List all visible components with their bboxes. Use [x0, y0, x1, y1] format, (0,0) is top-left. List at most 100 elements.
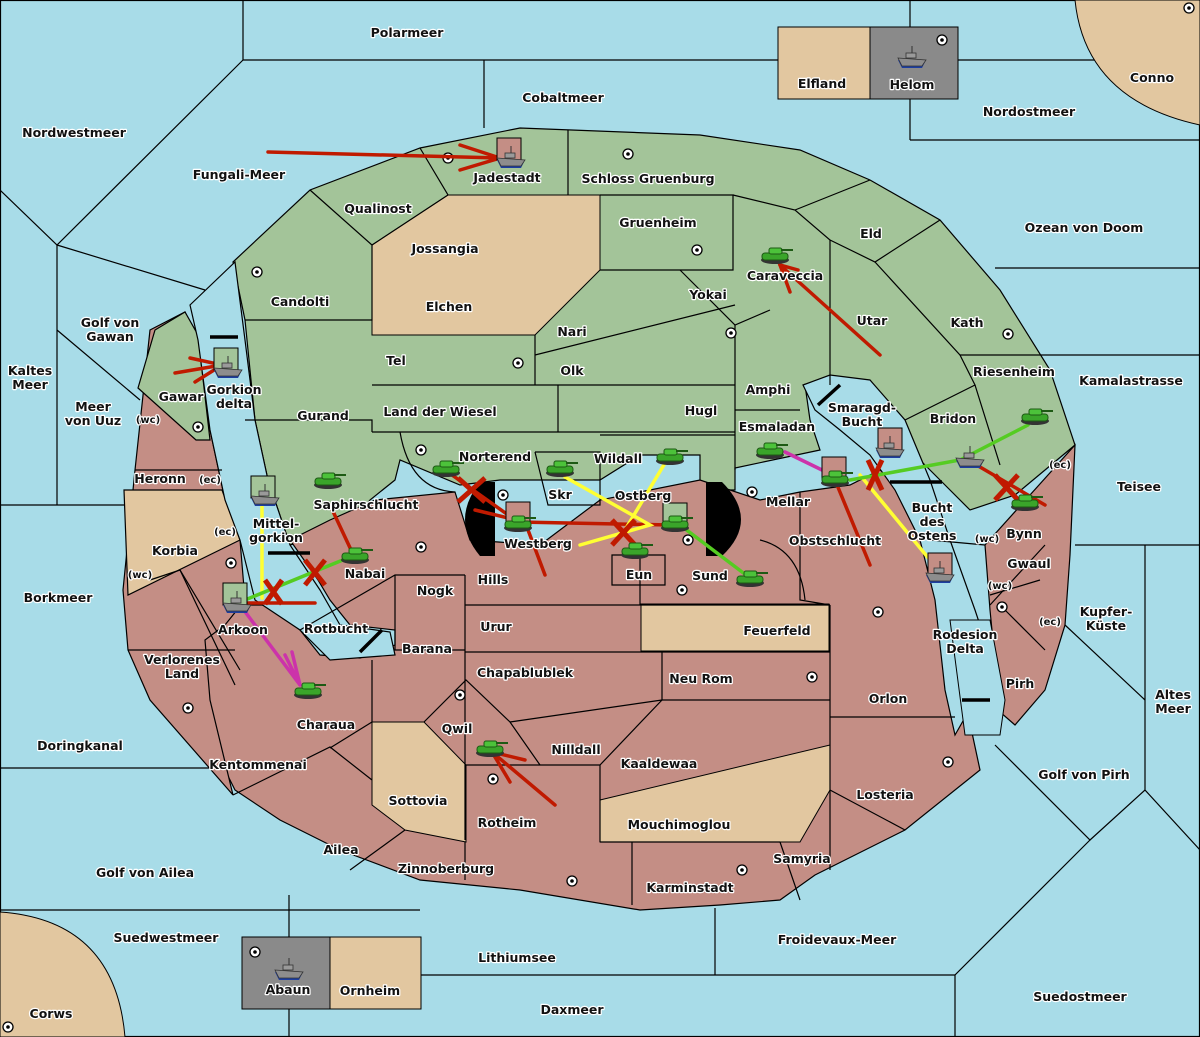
label-korbia: Korbia: [152, 543, 198, 558]
label-bynn: Bynn: [1006, 526, 1041, 541]
label-bridon: Bridon: [930, 411, 976, 426]
coast-tag-korbia-wc: (wc): [128, 570, 152, 581]
coast-tag-gawar-wc: (wc): [136, 415, 160, 426]
region-ornheim: [329, 936, 422, 1010]
label-kupfer-1: Kupfer-: [1080, 604, 1133, 619]
label-nari: Nari: [557, 324, 586, 339]
label-gurand: Gurand: [297, 408, 349, 423]
convoy-arrows: [210, 335, 990, 702]
label-qualinost: Qualinost: [344, 201, 411, 216]
label-eld: Eld: [860, 226, 882, 241]
label-sottovia: Sottovia: [389, 793, 448, 808]
label-corws: Corws: [30, 1006, 73, 1021]
label-caraveccia: Caraveccia: [747, 268, 823, 283]
label-borkmeer: Borkmeer: [24, 590, 94, 605]
label-lithium: Lithiumsee: [478, 950, 556, 965]
label-kaltes-2: Meer: [12, 377, 48, 392]
label-bucht-1: Bucht: [912, 500, 953, 515]
label-charaua: Charaua: [297, 717, 355, 732]
label-kentommenai: Kentommenai: [209, 757, 307, 772]
label-sund: Sund: [692, 568, 728, 583]
label-feuerfeld: Feuerfeld: [743, 623, 810, 638]
label-saphir: Saphirschlucht: [314, 497, 419, 512]
label-schloss: Schloss Gruenburg: [581, 171, 714, 186]
land-borders: [128, 130, 1050, 905]
label-arkoon: Arkoon: [218, 622, 268, 637]
label-utar: Utar: [857, 313, 889, 328]
label-uuz-1: Meer: [75, 399, 111, 414]
region-corws: [0, 911, 126, 1037]
label-froidevaux: Froidevaux-Meer: [778, 932, 897, 947]
label-pirh: Pirh: [1006, 676, 1035, 691]
label-rodesion-2: Delta: [946, 641, 984, 656]
label-wildall: Wildall: [594, 451, 642, 466]
label-daxmeer: Daxmeer: [540, 1002, 604, 1017]
label-mittel-1: Mittel-: [253, 516, 300, 531]
label-westberg: Westberg: [504, 536, 572, 551]
label-amphi: Amphi: [746, 382, 791, 397]
region-conno: [1074, 0, 1200, 126]
coast-tag-korbia-ec: (ec): [214, 527, 236, 538]
label-altes-1: Altes: [1155, 687, 1191, 702]
label-verlorenes-2: Land: [165, 666, 199, 681]
label-nabai: Nabai: [345, 566, 386, 581]
label-smaragd-2: Bucht: [842, 414, 883, 429]
label-nordostmeer: Nordostmeer: [983, 104, 1076, 119]
label-altes-2: Meer: [1155, 701, 1191, 716]
label-mittel-2: gorkion: [249, 530, 303, 545]
label-riesenheim: Riesenheim: [973, 364, 1055, 379]
label-golfailea: Golf von Ailea: [96, 865, 194, 880]
label-landwiesel: Land der Wiesel: [383, 404, 496, 419]
label-mellar: Mellar: [766, 494, 811, 509]
label-kath: Kath: [951, 315, 984, 330]
coast-tags: (wc) (ec) (ec) (wc) (ec) (wc) (wc) (ec): [127, 414, 1072, 629]
label-nordwestmeer: Nordwestmeer: [22, 125, 127, 140]
label-hugl: Hugl: [685, 403, 718, 418]
label-kamala: Kamalastrasse: [1079, 373, 1183, 388]
label-elfland: Elfland: [798, 76, 846, 91]
label-olk: Olk: [560, 363, 584, 378]
label-ozean: Ozean von Doom: [1025, 220, 1144, 235]
coast-tag-gwaul-wc: (wc): [988, 581, 1012, 592]
label-conno: Conno: [1130, 70, 1175, 85]
label-tel: Tel: [386, 353, 406, 368]
label-gruenheim: Gruenheim: [619, 215, 696, 230]
coast-tag-bynn-ec: (ec): [1049, 460, 1071, 471]
label-orlon: Orlon: [869, 691, 908, 706]
label-barana: Barana: [402, 641, 452, 656]
label-ailea: Ailea: [323, 842, 358, 857]
label-polarmeer: Polarmeer: [371, 25, 445, 40]
label-chapa: Chapablublek: [477, 665, 574, 680]
label-doring: Doringkanal: [37, 738, 123, 753]
label-gorkion-2: delta: [216, 396, 252, 411]
coast-tag-heronn-ec: (ec): [199, 475, 221, 486]
sea-rodesion: [949, 619, 1006, 736]
label-gawar: Gawar: [159, 389, 205, 404]
coast-tag-bynn-wc: (wc): [975, 534, 999, 545]
label-teisee: Teisee: [1117, 479, 1161, 494]
label-jossangia: Jossangia: [410, 241, 478, 256]
label-urur: Urur: [480, 619, 512, 634]
label-zinnober: Zinnoberburg: [398, 861, 494, 876]
label-cobaltmeer: Cobaltmeer: [522, 90, 604, 105]
label-kupfer-2: Küste: [1086, 618, 1126, 633]
label-gwaul: Gwaul: [1007, 556, 1050, 571]
label-karminstadt: Karminstadt: [646, 880, 733, 895]
label-jadestadt: Jadestadt: [472, 170, 540, 185]
label-gawan-1: Golf von: [81, 315, 140, 330]
label-verlorenes-1: Verlorenes: [144, 652, 220, 667]
label-rotbucht: Rotbucht: [304, 621, 368, 636]
label-ornheim: Ornheim: [340, 983, 400, 998]
label-obstschlucht: Obstschlucht: [789, 533, 881, 548]
label-neurom: Neu Rom: [669, 671, 732, 686]
label-suedwest: Suedwestmeer: [114, 930, 220, 945]
label-yokai: Yokai: [688, 287, 727, 302]
label-losteria: Losteria: [856, 787, 913, 802]
label-gorkion-1: Gorkion: [206, 382, 261, 397]
label-nogk: Nogk: [417, 583, 454, 598]
label-mouchi: Mouchimoglou: [628, 817, 731, 832]
label-candolti: Candolti: [271, 294, 330, 309]
sea-gorkion: [189, 260, 396, 661]
